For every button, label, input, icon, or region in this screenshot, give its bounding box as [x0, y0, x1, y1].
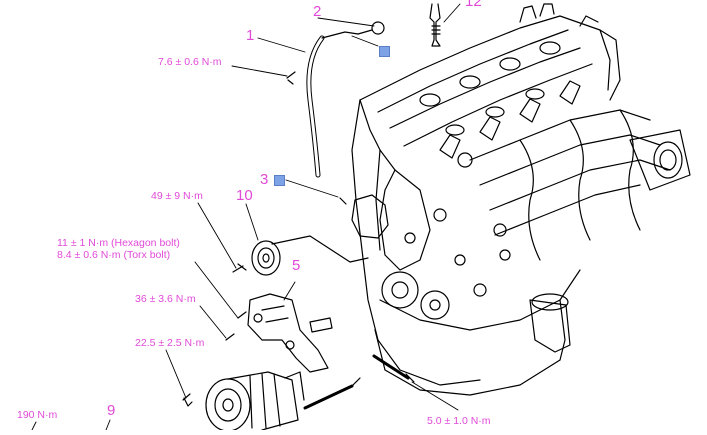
callout-1: 1 — [246, 27, 255, 44]
replace-marker-2 — [379, 46, 390, 57]
torque-bracket-bolt: 36 ± 3.6 N·m — [135, 293, 196, 305]
spark-plug — [429, 3, 441, 47]
torque-alternator-bolt: 22.5 ± 2.5 N·m — [135, 337, 205, 349]
engine-block — [351, 3, 691, 396]
alternator-bolt — [303, 377, 361, 410]
torque-torx-bolt: 8.4 ± 0.6 N·m (Torx bolt) — [57, 249, 171, 261]
torque-hexagon-bolt: 11 ± 1 N·m (Hexagon bolt) — [57, 237, 180, 249]
pcv-hose — [306, 21, 385, 178]
idler-pulley — [251, 235, 369, 276]
callout-2: 2 — [313, 3, 322, 20]
alternator — [205, 371, 305, 432]
alternator-bracket — [247, 293, 333, 373]
callout-9: 9 — [107, 402, 116, 419]
long-stud-bolt — [372, 354, 415, 383]
small-bolts — [182, 71, 347, 407]
callout-12: 12 — [465, 0, 482, 10]
callout-3: 3 — [260, 171, 269, 188]
torque-stud-bolt: 5.0 ± 1.0 N·m — [427, 415, 491, 427]
torque-pulley-nut: 190 N·m — [17, 409, 58, 421]
torque-idler-pulley: 49 ± 9 N·m — [151, 190, 203, 202]
torque-pcv-bolt: 7.6 ± 0.6 N·m — [158, 56, 222, 68]
callout-5: 5 — [292, 257, 301, 274]
replace-marker-3 — [274, 175, 285, 186]
callout-10: 10 — [236, 187, 253, 204]
leader-lines — [31, 3, 461, 431]
